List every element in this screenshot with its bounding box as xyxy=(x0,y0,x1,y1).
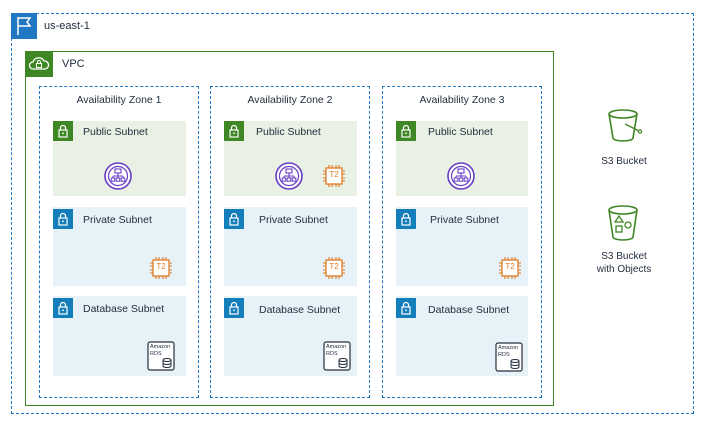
lock-icon xyxy=(58,301,68,315)
lock-icon xyxy=(401,124,411,138)
lock-icon xyxy=(401,212,411,226)
subnet-label: Private Subnet xyxy=(430,214,499,226)
lock-icon xyxy=(229,212,239,226)
database-subnet-badge xyxy=(396,298,416,318)
rds-label-line1: Amazon xyxy=(326,344,347,350)
region-label: us-east-1 xyxy=(44,20,90,32)
rds-icon: Amazon RDS xyxy=(495,342,523,372)
load-balancer-icon xyxy=(275,162,303,190)
private-subnet-badge xyxy=(224,209,244,229)
rds-icon: Amazon RDS xyxy=(323,341,351,371)
private-subnet-badge xyxy=(396,209,416,229)
s3-bucket-objects-label-line1: S3 Bucket xyxy=(601,251,647,262)
region-boundary xyxy=(11,13,694,414)
subnet-label: Public Subnet xyxy=(256,126,321,138)
database-subnet-badge xyxy=(53,298,73,318)
private-subnet-badge xyxy=(53,209,73,229)
lock-icon xyxy=(229,301,239,315)
rds-label-line1: Amazon xyxy=(498,345,519,351)
public-subnet-badge xyxy=(396,121,416,141)
t2-instance-icon: T2 xyxy=(149,256,173,280)
s3-bucket-label: S3 Bucket xyxy=(601,156,647,167)
subnet-label: Public Subnet xyxy=(83,126,148,138)
lock-icon xyxy=(58,124,68,138)
vpc-label: VPC xyxy=(62,58,85,70)
t2-label: T2 xyxy=(329,170,339,179)
lock-icon xyxy=(401,301,411,315)
public-subnet-badge xyxy=(224,121,244,141)
s3-bucket-objects-icon xyxy=(603,201,645,245)
database-subnet-badge xyxy=(224,298,244,318)
lock-icon xyxy=(58,212,68,226)
s3-bucket-objects-label-line2: with Objects xyxy=(596,264,652,275)
t2-label: T2 xyxy=(156,262,166,271)
availability-zone-1 xyxy=(39,86,199,398)
subnet-label: Private Subnet xyxy=(83,214,152,226)
subnet-label: Public Subnet xyxy=(428,126,493,138)
cloud-lock-icon xyxy=(28,57,50,70)
rds-label-line2: RDS xyxy=(150,351,162,357)
t2-label: T2 xyxy=(329,262,339,271)
subnet-label: Database Subnet xyxy=(83,303,165,315)
availability-zone-3 xyxy=(382,86,542,398)
az-label: Availability Zone 1 xyxy=(76,94,162,106)
rds-label-line1: Amazon xyxy=(150,344,171,350)
region-flag-badge xyxy=(11,13,37,39)
rds-label-line2: RDS xyxy=(498,352,510,358)
t2-instance-icon: T2 xyxy=(322,256,346,280)
vpc-badge xyxy=(25,51,53,77)
lock-icon xyxy=(229,124,239,138)
subnet-label: Database Subnet xyxy=(428,304,510,316)
t2-label: T2 xyxy=(505,262,515,271)
rds-icon: Amazon RDS xyxy=(147,341,175,371)
vpc-boundary xyxy=(25,51,554,406)
t2-instance-icon: T2 xyxy=(322,164,346,188)
public-subnet-badge xyxy=(53,121,73,141)
az-label: Availability Zone 2 xyxy=(247,94,333,106)
s3-bucket-icon xyxy=(603,104,645,146)
load-balancer-icon xyxy=(104,162,132,190)
subnet-label: Private Subnet xyxy=(259,214,328,226)
flag-icon xyxy=(17,17,32,35)
rds-label-line2: RDS xyxy=(326,351,338,357)
az-label: Availability Zone 3 xyxy=(419,94,505,106)
availability-zone-2 xyxy=(210,86,370,398)
subnet-label: Database Subnet xyxy=(259,304,341,316)
load-balancer-icon xyxy=(447,162,475,190)
t2-instance-icon: T2 xyxy=(498,256,522,280)
